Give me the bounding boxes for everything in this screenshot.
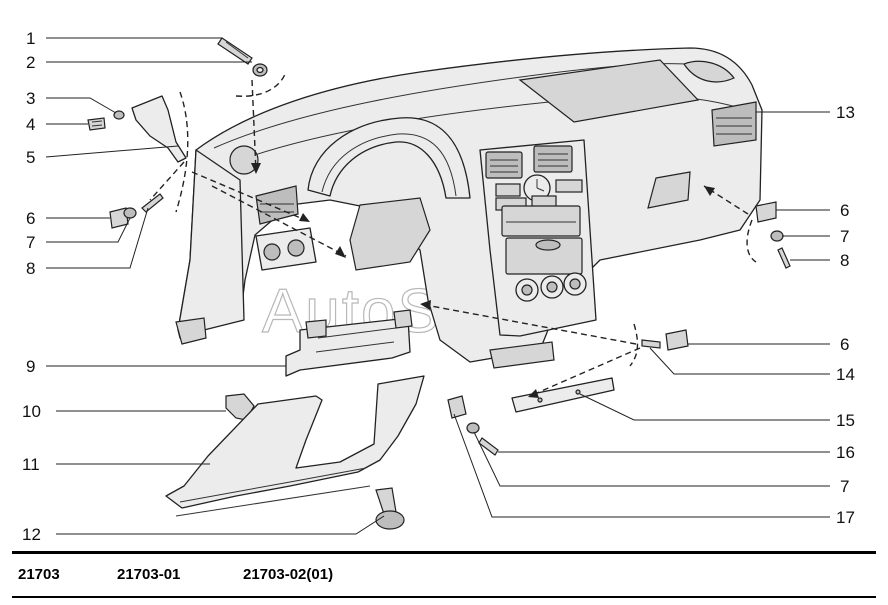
- support-bar-part-15: [511, 377, 615, 413]
- callout-15: 15: [836, 411, 855, 430]
- clip-part-6-lower: [665, 329, 689, 351]
- footer-rule-bottom: [12, 596, 876, 598]
- callout-7-left: 7: [26, 233, 35, 252]
- callout-8-right: 8: [840, 251, 849, 270]
- bolt-part-1: [217, 37, 253, 65]
- callout-10: 10: [22, 402, 41, 421]
- callout-7-right: 7: [840, 227, 849, 246]
- exploded-parts-diagram: AutoSoft: [22, 29, 855, 544]
- callout-13: 13: [836, 103, 855, 122]
- callout-14: 14: [836, 365, 855, 384]
- callout-8-left: 8: [26, 259, 35, 278]
- leader-lines: [45, 37, 830, 535]
- callout-2: 2: [26, 53, 35, 72]
- callout-12: 12: [22, 525, 41, 544]
- callout-9: 9: [26, 357, 35, 376]
- fastener-part-12: [375, 487, 405, 530]
- bracket-part-17: [447, 395, 467, 419]
- variant-label-2: 21703-01: [117, 566, 181, 583]
- variant-label-1: 21703: [18, 566, 60, 583]
- callout-5: 5: [26, 148, 35, 167]
- assembly-guides: [149, 71, 757, 398]
- screw-part-8-right: [777, 247, 791, 269]
- callout-7-lower: 7: [840, 477, 849, 496]
- washer-part-7-lower: [466, 422, 480, 434]
- callout-17: 17: [836, 508, 855, 527]
- washer-part-3: [113, 110, 125, 120]
- callout-6-right: 6: [840, 201, 849, 220]
- screw-part-14: [641, 339, 661, 349]
- callout-16: 16: [836, 443, 855, 462]
- callout-3: 3: [26, 89, 35, 108]
- callout-11: 11: [22, 455, 40, 474]
- clip-part-6-right: [755, 201, 777, 223]
- screw-part-16: [478, 437, 499, 456]
- nut-part-2: [252, 63, 268, 77]
- bracket-part-5: [131, 95, 187, 163]
- variant-label-3: 21703-02(01): [243, 566, 334, 583]
- callout-numbers: 1 2 3 4 5 6 7 8 9 10 11 12 13 6 7 8 6 14…: [22, 29, 855, 544]
- callout-1: 1: [26, 29, 35, 48]
- lower-trim-panel-part-11: [165, 375, 425, 517]
- washer-part-7-left: [123, 207, 137, 219]
- screw-part-8-left: [141, 193, 164, 213]
- callout-6-lower: 6: [840, 335, 849, 354]
- callout-6-left: 6: [26, 209, 35, 228]
- screw-part-4: [87, 117, 106, 131]
- washer-part-7-right: [770, 230, 784, 242]
- callout-4: 4: [26, 115, 35, 134]
- instrument-panel: [175, 47, 763, 369]
- mounting-bracket-part-9: [285, 309, 413, 377]
- footer-rule-top: [12, 551, 876, 554]
